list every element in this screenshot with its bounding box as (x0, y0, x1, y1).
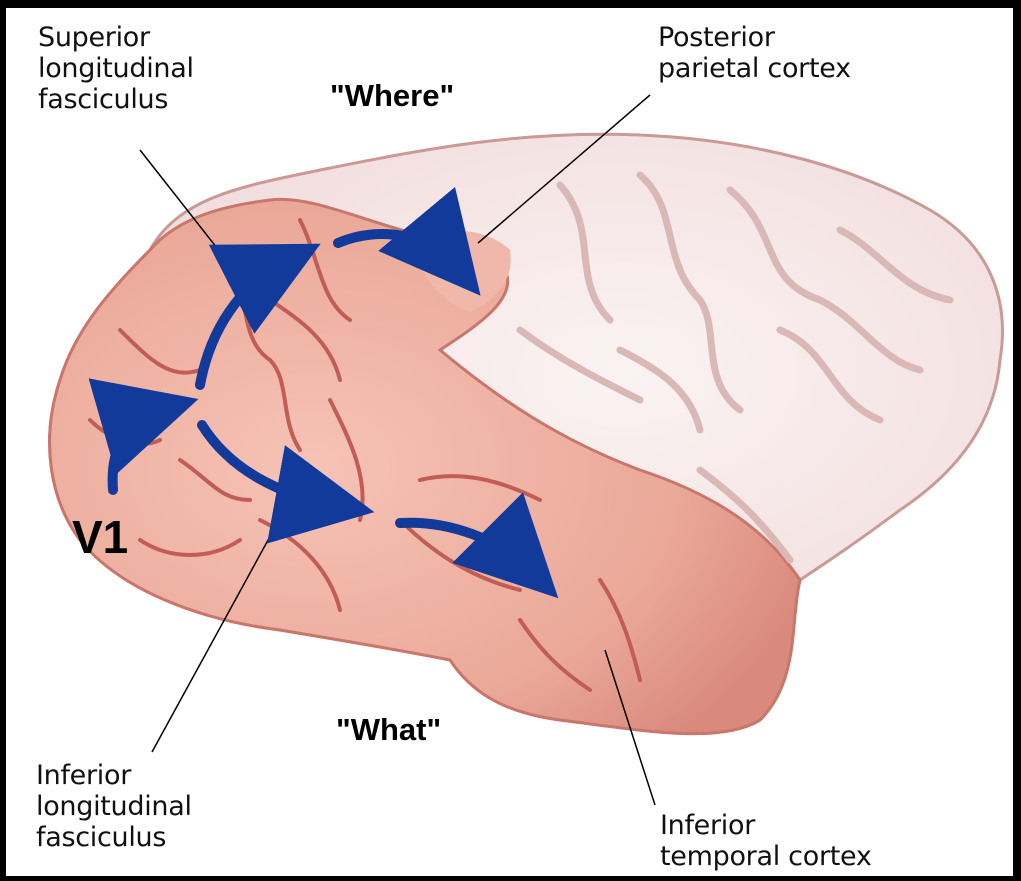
label-inferior-longitudinal-fasciculus: Inferior longitudinal fasciculus (36, 760, 192, 853)
label-what: "What" (336, 712, 441, 748)
label-superior-longitudinal-fasciculus: Superior longitudinal fasciculus (38, 22, 194, 115)
label-v1: V1 (72, 510, 128, 564)
label-where: "Where" (330, 78, 454, 114)
label-inferior-temporal-cortex: Inferior temporal cortex (660, 810, 872, 872)
label-posterior-parietal-cortex: Posterior parietal cortex (658, 22, 851, 84)
